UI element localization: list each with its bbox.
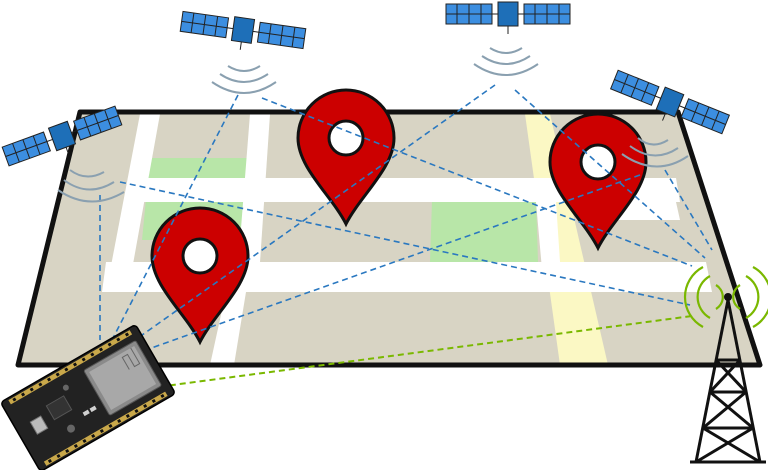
satellite-icon [445,1,571,34]
gps-signal-lines [99,84,713,353]
satellite-icon [1,105,123,167]
gps-link [111,94,239,341]
road-vertical-center-low [210,292,246,365]
gps-link [261,97,693,267]
gps-link [664,169,713,251]
tower-waves-icon [683,266,768,328]
gps-link [119,181,691,306]
road-horizontal-upper [128,178,680,202]
satellite-icon [179,10,307,50]
road-vertical-right [536,202,562,292]
signal-waves-icon [57,169,125,203]
satellite-icon [609,69,731,135]
cell-tower-icon [683,266,768,464]
gps-link [514,89,706,259]
satellites [1,1,731,203]
signal-waves-icon [211,65,277,94]
signal-waves-icon [473,47,539,76]
gps-link [139,174,641,353]
signal-waves-icon [621,137,689,168]
road-vertical-left [106,114,160,292]
location-pin-icon [150,206,250,346]
location-pin-icon [296,88,396,228]
esp32-board-icon [1,325,175,470]
cellular-link [149,315,693,389]
map-border [15,109,763,368]
highlight-road [525,114,608,365]
gps-link [127,84,496,346]
